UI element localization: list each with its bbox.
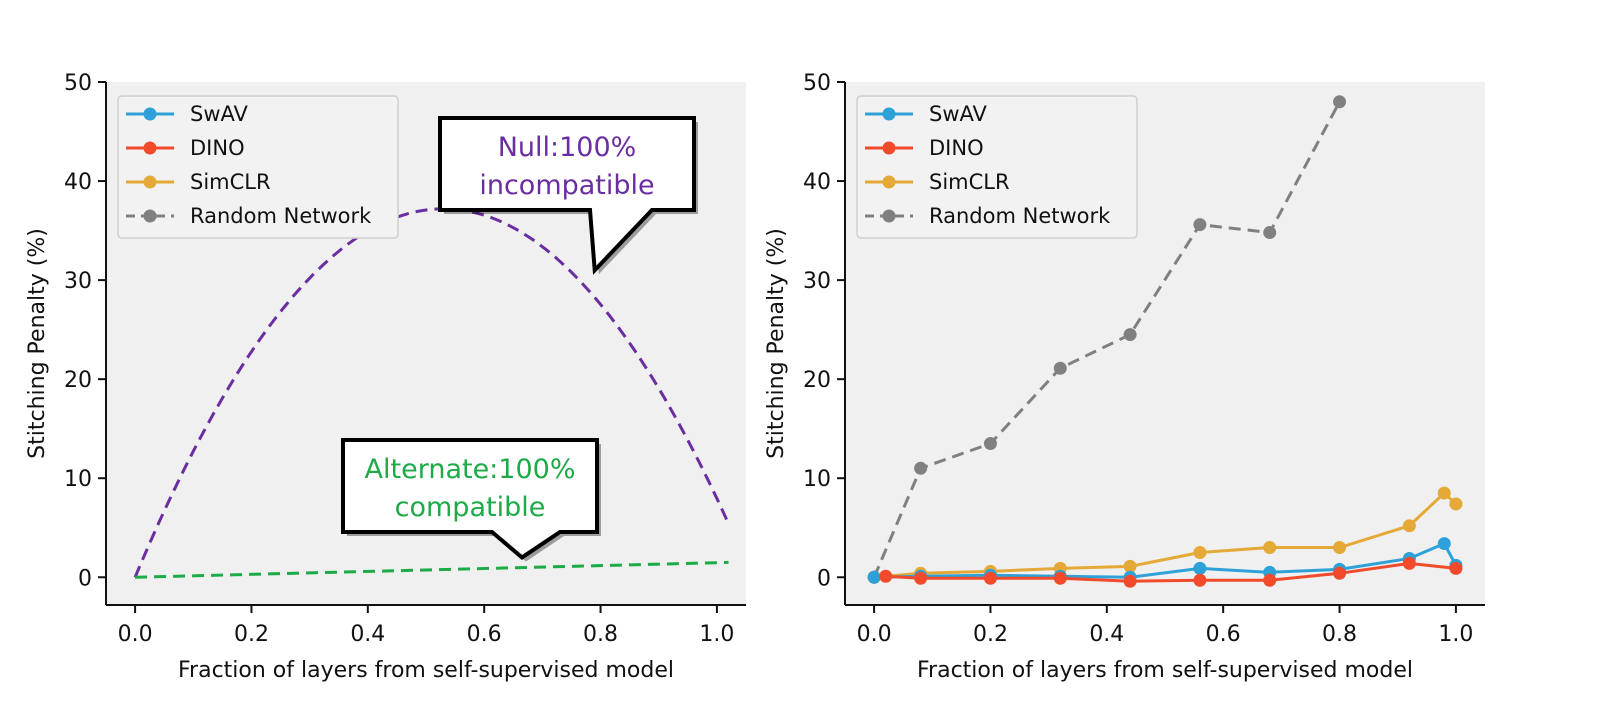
series-dino xyxy=(879,556,1463,588)
y-tick-label: 40 xyxy=(803,170,831,195)
data-point xyxy=(1053,361,1067,375)
legend-label: Random Network xyxy=(929,204,1111,228)
x-tick-label: 0.0 xyxy=(118,622,153,647)
data-point xyxy=(1263,541,1277,555)
legend-label: DINO xyxy=(929,136,984,160)
callout-line: Alternate:100% xyxy=(365,454,576,485)
data-point xyxy=(983,437,997,451)
data-point xyxy=(1263,226,1277,240)
x-tick-label: 1.0 xyxy=(699,622,734,647)
x-axis-label: Fraction of layers from self-supervised … xyxy=(917,658,1413,683)
legend-label: DINO xyxy=(190,136,245,160)
legend: SwAV DINO SimCLR Random Network xyxy=(117,95,399,239)
series-line xyxy=(872,101,1341,578)
data-point xyxy=(1402,556,1416,570)
legend-swatch-marker xyxy=(143,107,157,121)
y-tick-label: 40 xyxy=(64,170,92,195)
legend-box xyxy=(117,95,399,239)
legend-label: SwAV xyxy=(190,102,249,126)
legend-swatch-marker xyxy=(143,141,157,155)
data-point xyxy=(1449,497,1463,511)
y-axis-label: Stitching Penalty (%) xyxy=(25,228,50,459)
legend-box xyxy=(856,95,1138,239)
series-line xyxy=(885,561,1457,583)
y-tick-label: 20 xyxy=(64,368,92,393)
callout-line: compatible xyxy=(395,492,546,523)
y-tick-label: 30 xyxy=(803,269,831,294)
data-point xyxy=(1193,546,1207,560)
legend-label: Random Network xyxy=(190,204,372,228)
y-axis-label: Stitching Penalty (%) xyxy=(764,228,789,459)
x-tick-label: 0.8 xyxy=(583,622,618,647)
y-tick-label: 0 xyxy=(817,566,831,591)
x-tick-label: 0.2 xyxy=(234,622,269,647)
data-point xyxy=(879,569,893,583)
data-point xyxy=(1123,574,1137,588)
legend-swatch-marker xyxy=(882,141,896,155)
data-point xyxy=(1449,561,1463,575)
legend-label: SimCLR xyxy=(190,170,271,194)
y-tick-label: 0 xyxy=(78,566,92,591)
data-point xyxy=(1193,561,1207,575)
legend-swatch-marker xyxy=(882,175,896,189)
y-tick-label: 20 xyxy=(803,368,831,393)
y-tick-label: 30 xyxy=(64,269,92,294)
data-point xyxy=(1333,566,1347,580)
x-tick-label: 0.6 xyxy=(467,622,502,647)
data-point xyxy=(1437,537,1451,551)
data-point xyxy=(1123,559,1137,573)
x-tick-label: 1.0 xyxy=(1438,622,1473,647)
data-point xyxy=(1437,486,1451,500)
data-point xyxy=(1402,519,1416,533)
y-tick-label: 50 xyxy=(64,71,92,96)
data-point xyxy=(1123,328,1137,342)
data-point xyxy=(1193,218,1207,232)
x-tick-label: 0.2 xyxy=(973,622,1008,647)
x-axis-label: Fraction of layers from self-supervised … xyxy=(178,658,674,683)
legend-swatch-marker xyxy=(882,107,896,121)
data-point xyxy=(867,570,881,584)
y-tick-label: 10 xyxy=(803,467,831,492)
alternate-callout: Alternate:100% compatible xyxy=(341,438,601,562)
callout-box xyxy=(438,116,696,275)
y-tick-label: 50 xyxy=(803,71,831,96)
callout-box xyxy=(341,438,599,560)
data-point xyxy=(1263,573,1277,587)
legend-label: SwAV xyxy=(929,102,988,126)
callout-line: Null:100% xyxy=(498,132,637,163)
data-point xyxy=(1053,571,1067,585)
data-point xyxy=(983,571,997,585)
callout-line: incompatible xyxy=(479,170,654,201)
legend-swatch-marker xyxy=(143,209,157,223)
x-tick-label: 0.6 xyxy=(1206,622,1241,647)
x-tick-label: 0.8 xyxy=(1322,622,1357,647)
data-point xyxy=(914,571,928,585)
x-tick-label: 0.0 xyxy=(857,622,892,647)
legend: SwAV DINO SimCLR Random Network xyxy=(856,95,1138,239)
x-tick-label: 0.4 xyxy=(350,622,385,647)
null-curve xyxy=(133,207,730,578)
data-point xyxy=(1333,95,1347,109)
data-point xyxy=(914,461,928,475)
null-callout: Null:100% incompatible xyxy=(438,116,698,275)
legend-swatch-marker xyxy=(143,175,157,189)
data-point xyxy=(1193,573,1207,587)
data-point xyxy=(1333,541,1347,555)
legend-label: SimCLR xyxy=(929,170,1010,194)
alternate-curve xyxy=(135,560,729,579)
legend-swatch-marker xyxy=(882,209,896,223)
x-tick-label: 0.4 xyxy=(1089,622,1124,647)
y-tick-label: 10 xyxy=(64,467,92,492)
